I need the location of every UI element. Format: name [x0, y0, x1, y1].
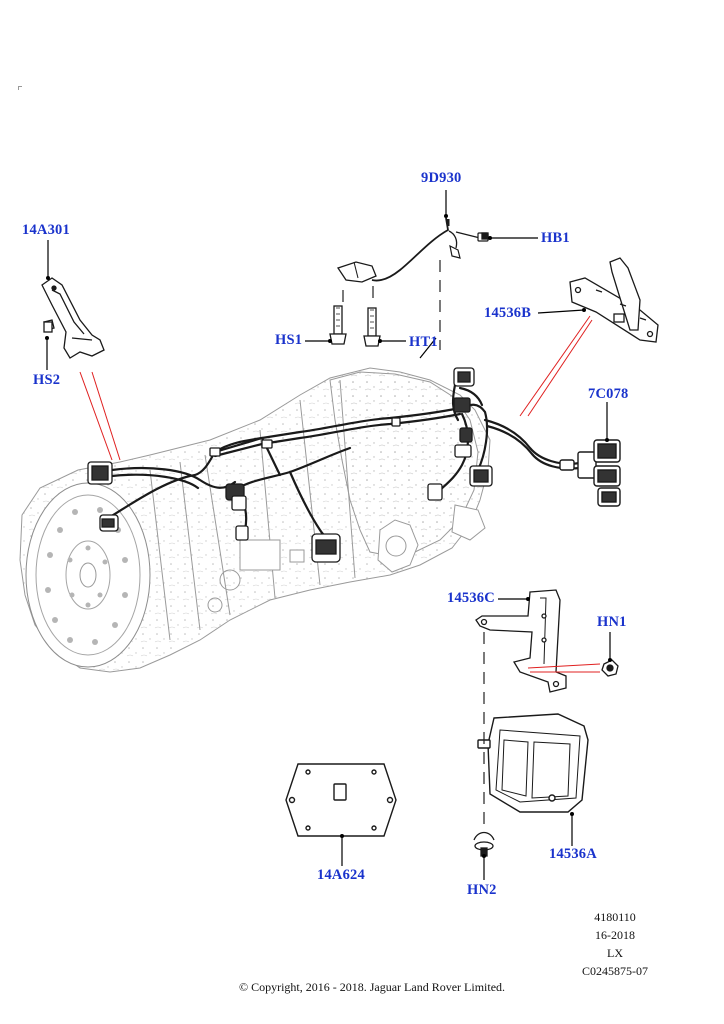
copyright-notice: © Copyright, 2016 - 2018. Jaguar Land Ro…: [238, 980, 506, 994]
reference-number: 4180110: [594, 910, 636, 924]
reference-code: C0245875-07: [582, 964, 648, 978]
callout-9d930[interactable]: 9D930: [421, 170, 462, 186]
callout-hn1[interactable]: HN1: [597, 614, 627, 630]
leader-lines: [46, 190, 611, 880]
dashed-alignment-lines: [342, 260, 485, 830]
callout-14536b[interactable]: 14536B: [484, 305, 532, 321]
callout-14536a[interactable]: 14536A: [549, 846, 597, 862]
connector-7c078: [559, 439, 621, 507]
bracket-14a301: [41, 277, 105, 359]
clip-hn2: [473, 831, 495, 857]
leader-dots: [45, 214, 612, 858]
bracket-14536c: [475, 589, 567, 693]
illustration-reference: 4180110 16-2018 LX C0245875-07: [580, 908, 650, 980]
bolts-hs1-ht1: [43, 232, 489, 347]
nut-hn1: [601, 659, 619, 677]
corner-mark: [18, 86, 22, 90]
shield-14536a: [477, 713, 589, 813]
callout-hn2[interactable]: HN2: [467, 882, 497, 898]
reference-date: 16-2018: [595, 928, 635, 942]
callout-hs2[interactable]: HS2: [33, 372, 61, 388]
callout-14a624[interactable]: 14A624: [317, 867, 365, 883]
callout-7c078[interactable]: 7C078: [588, 386, 629, 402]
callout-14536c[interactable]: 14536C: [447, 590, 495, 606]
callout-14a301[interactable]: 14A301: [22, 222, 70, 238]
bracket-14536b: [569, 257, 659, 343]
plate-14a624: [285, 763, 397, 837]
sensor-cable-9d930: [336, 217, 489, 283]
harness-connectors: [87, 367, 493, 563]
callout-ht1[interactable]: HT1: [409, 334, 438, 350]
callout-hb1[interactable]: HB1: [541, 230, 570, 246]
reference-model: LX: [607, 946, 623, 960]
callout-hs1[interactable]: HS1: [275, 332, 303, 348]
reference-lines: [79, 315, 601, 673]
